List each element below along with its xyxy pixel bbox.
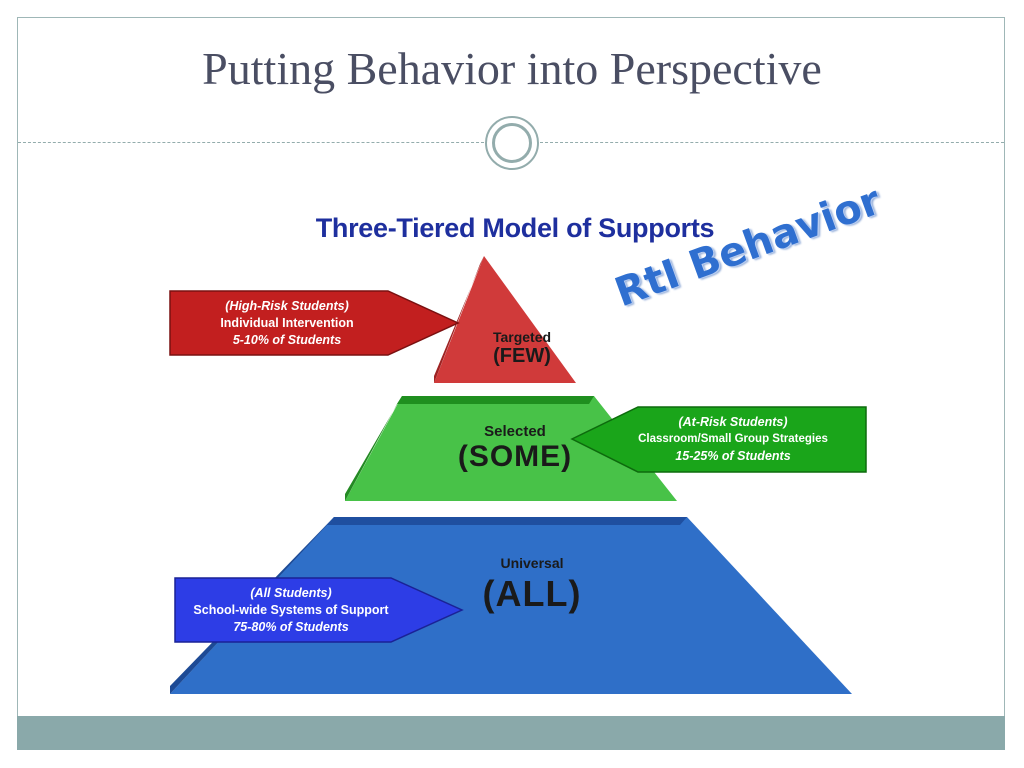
- model-title: Three-Tiered Model of Supports: [315, 213, 715, 243]
- tier-targeted-label: Targeted (FEW): [462, 329, 582, 368]
- callout-at-risk-percent: 15-25% of Students: [675, 449, 791, 463]
- circle-ornament-icon: [485, 116, 539, 170]
- tier-universal-top-edge: [327, 517, 687, 525]
- callout-high-risk-text: (High-Risk Students) Individual Interven…: [182, 298, 392, 349]
- tier-universal-shape: [170, 517, 852, 694]
- tier-universal-label: Universal (ALL): [452, 555, 612, 615]
- callout-at-risk-group: (At-Risk Students): [678, 415, 788, 429]
- slide-title: Putting Behavior into Perspective: [202, 43, 822, 94]
- tier-selected-shape: [345, 396, 677, 501]
- callout-high-risk-strategy: Individual Intervention: [220, 316, 354, 330]
- circle-ornament-inner: [492, 123, 532, 163]
- callout-all-students-text: (All Students) School-wide Systems of Su…: [178, 585, 404, 636]
- pyramid-diagram: Three-Tiered Model of Supports RtI Behav…: [162, 178, 887, 728]
- callout-all-students-shape: [174, 577, 464, 643]
- tier-selected-count: (SOME): [457, 440, 573, 473]
- callout-at-risk-shape: [570, 406, 867, 473]
- callout-high-risk-percent: 5-10% of Students: [232, 333, 342, 347]
- tier-selected-top-edge: [397, 396, 594, 404]
- pyramid-graphic: [169, 256, 867, 694]
- callout-all-students-percent: 75-80% of Students: [233, 620, 349, 634]
- title-divider-left: [18, 142, 484, 143]
- tier-targeted-name: Targeted: [492, 329, 552, 345]
- tier-targeted-count: (FEW): [493, 345, 551, 367]
- tier-selected-label: Selected (SOME): [430, 423, 600, 474]
- callout-at-risk-strategy: Classroom/Small Group Strategies: [638, 433, 828, 445]
- tier-universal-count: (ALL): [482, 573, 582, 614]
- title-divider-right: [540, 142, 1004, 143]
- callout-high-risk-shape: [169, 290, 460, 356]
- tier-selected-name: Selected: [484, 423, 546, 440]
- callout-high-risk-group: (High-Risk Students): [225, 299, 349, 313]
- tier-targeted-shape: [434, 256, 576, 383]
- tier-universal-name: Universal: [500, 555, 564, 571]
- footer-band: [17, 716, 1005, 750]
- callout-at-risk-text: (At-Risk Students) Classroom/Small Group…: [602, 414, 864, 465]
- callout-all-students-group: (All Students): [250, 586, 332, 600]
- callout-all-students-strategy: School-wide Systems of Support: [193, 603, 389, 617]
